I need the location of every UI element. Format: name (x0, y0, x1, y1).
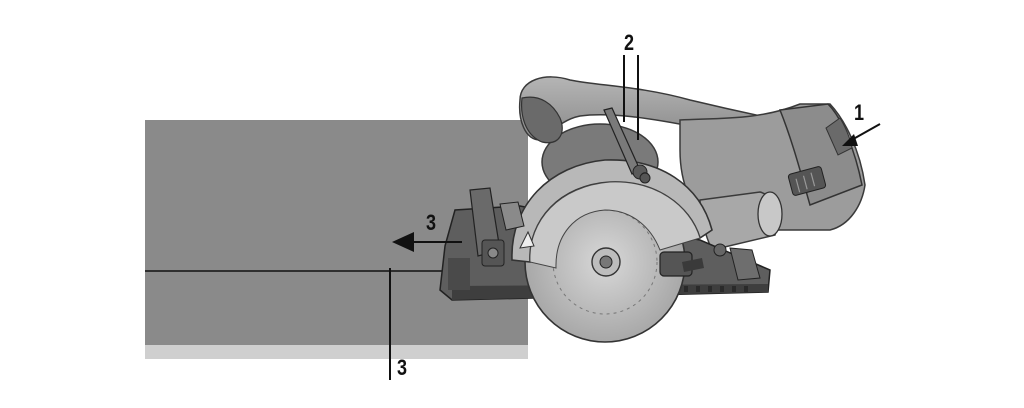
blade-bolt (599, 255, 613, 269)
front-grip (520, 96, 563, 144)
circular-saw (439, 76, 866, 343)
arrow-diagonal-icon (842, 134, 858, 146)
dust-port-opening (757, 191, 783, 237)
direction-arrow-mark (519, 230, 535, 249)
callout-label-3-line: 3 (397, 355, 408, 380)
rear-bevel-knob (659, 243, 761, 281)
battery-pack (778, 103, 863, 206)
callout-label-1: 1 (854, 100, 865, 125)
guard-shell (529, 181, 701, 269)
arrow-left-icon (392, 232, 414, 252)
callout-lines (389, 55, 881, 380)
front-bevel-adjuster (469, 187, 525, 267)
guard-screw (639, 172, 651, 184)
callout-label-2: 2 (624, 30, 635, 55)
board-front-edge (145, 345, 528, 359)
callout-label-3-arrow: 3 (426, 210, 437, 235)
